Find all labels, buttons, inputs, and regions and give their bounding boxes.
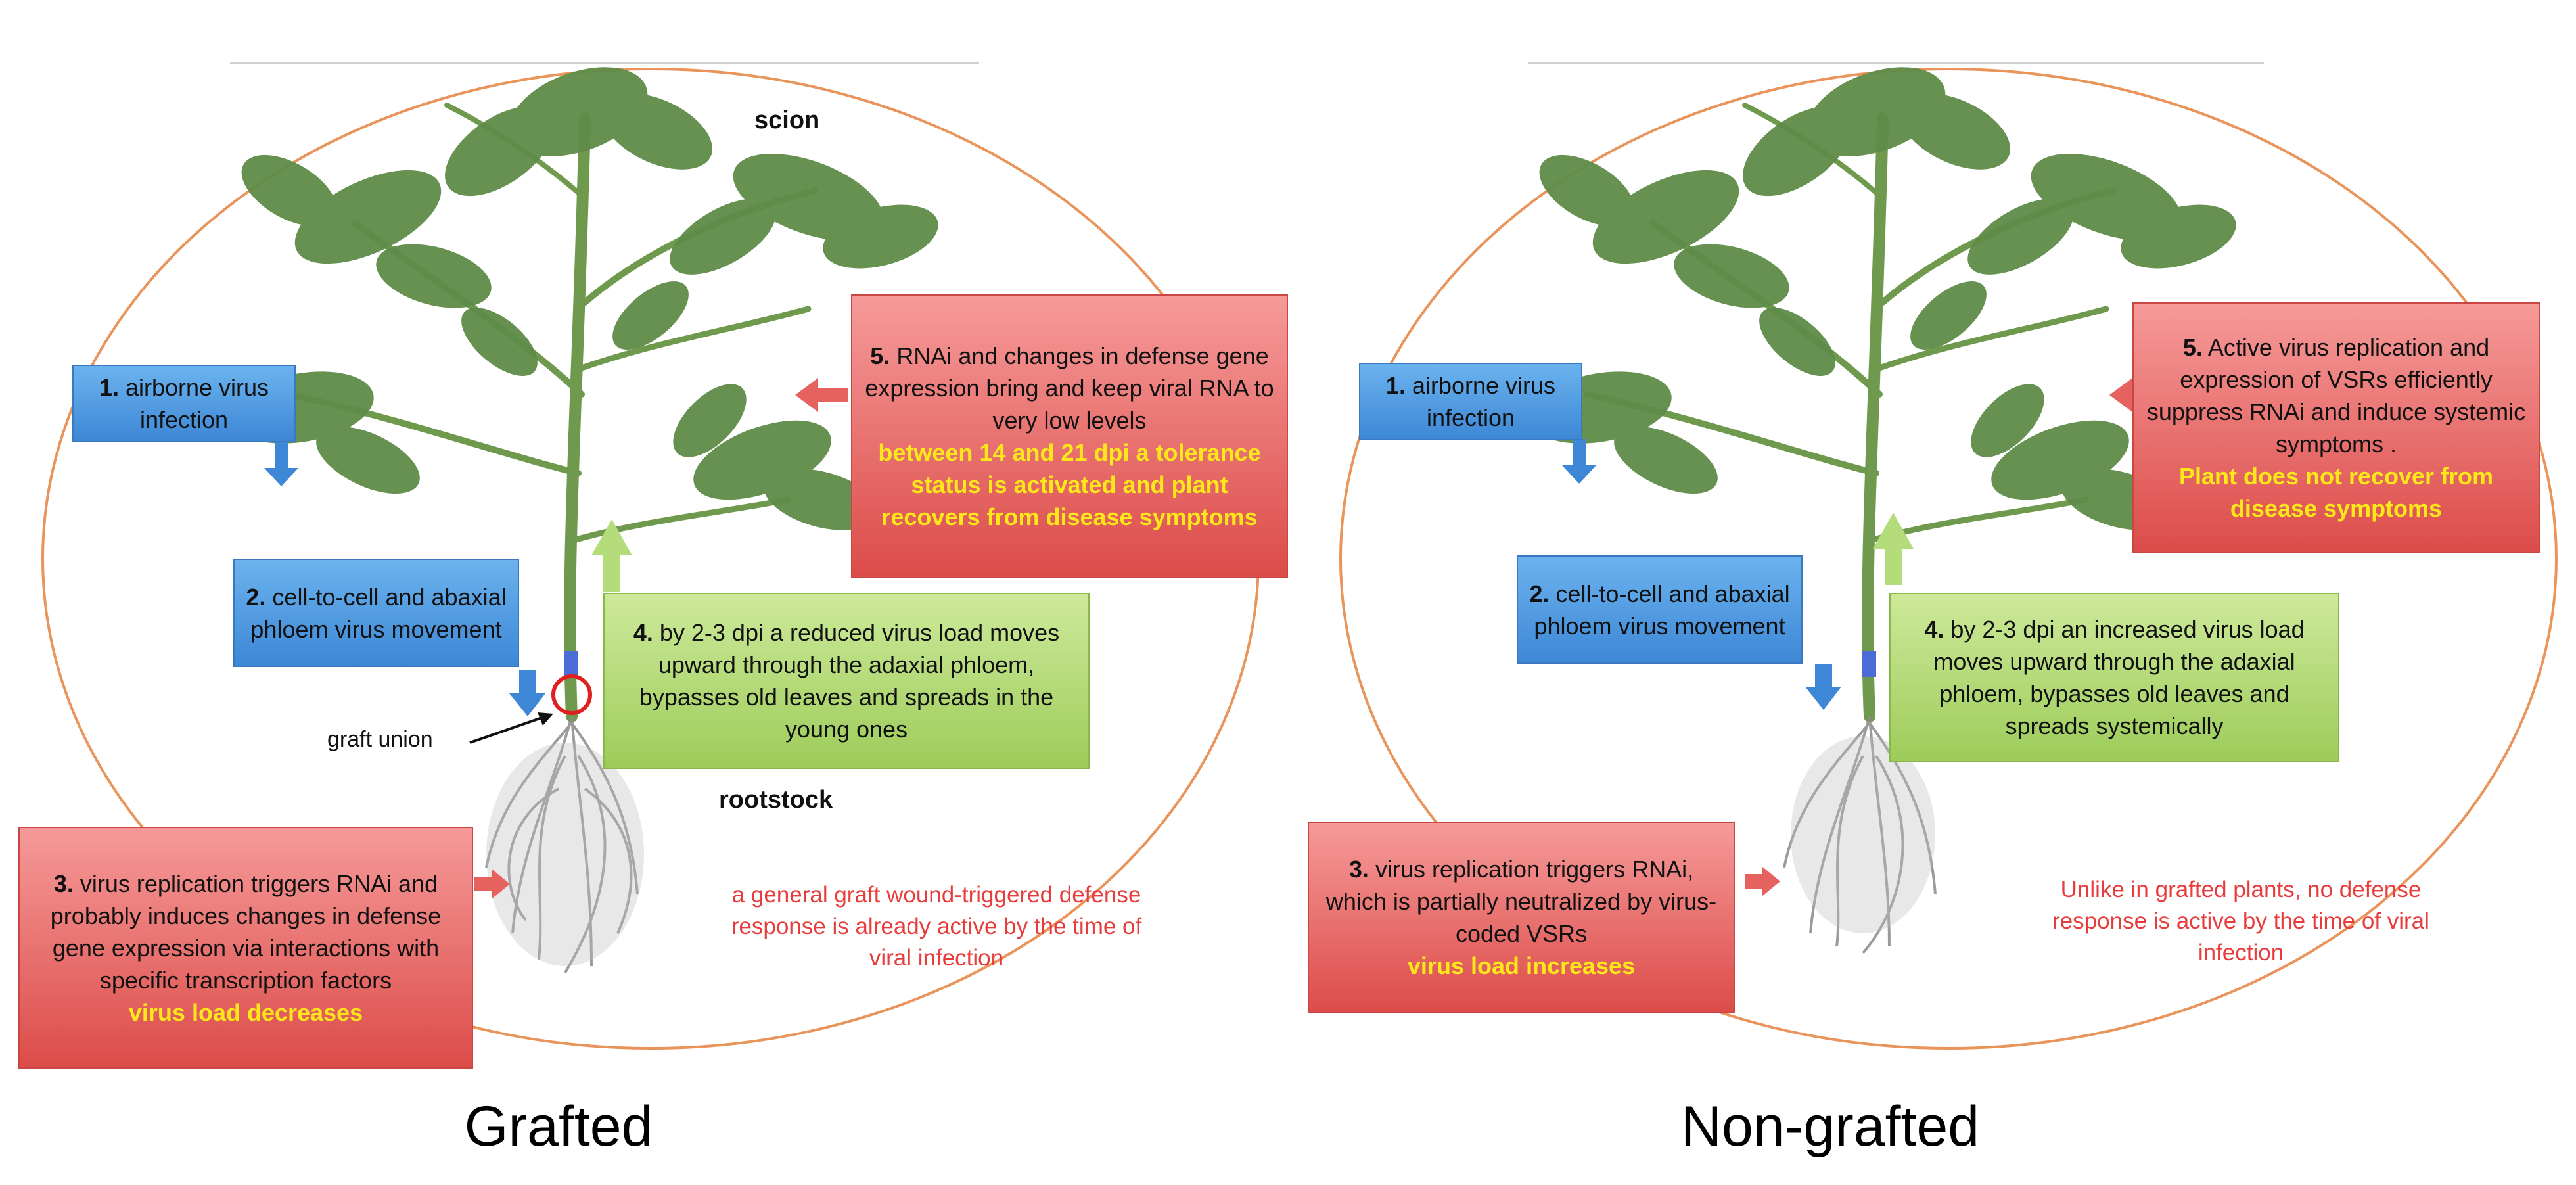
step-5-highlight: Plant does not recover from disease symp… bbox=[2178, 463, 2494, 522]
step-4-text: by 2-3 dpi a reduced virus load moves up… bbox=[639, 619, 1060, 743]
non-grafted-plant-illustration bbox=[1339, 62, 2558, 1050]
arrow-left-step5 bbox=[795, 378, 818, 412]
step-2-number: 2. bbox=[1529, 580, 1550, 607]
step-5-text: Active virus replication and expression … bbox=[2146, 334, 2526, 457]
step-3-highlight: virus load decreases bbox=[128, 998, 363, 1026]
step-3-box: 3. virus replication triggers RNAi, whic… bbox=[1308, 822, 1735, 1013]
step-5-box: 5. RNAi and changes in defense gene expr… bbox=[851, 294, 1288, 578]
step-4-text: by 2-3 dpi an increased virus load moves… bbox=[1933, 616, 2305, 739]
arrow-down-step2 bbox=[509, 693, 545, 716]
step-3-highlight: virus load increases bbox=[1407, 952, 1636, 979]
graft-union-label: graft union bbox=[327, 727, 433, 752]
step-1-text: airborne virus infection bbox=[1412, 372, 1556, 431]
arrow-up-step4 bbox=[1873, 513, 1914, 549]
root-mass bbox=[1791, 736, 1935, 933]
step-4-box: 4. by 2-3 dpi a reduced virus load moves… bbox=[603, 593, 1090, 769]
arrow-left-step5 bbox=[2109, 378, 2132, 412]
step-3-text: virus replication triggers RNAi, which i… bbox=[1325, 856, 1717, 947]
no-defense-note: Unlike in grafted plants, no defense res… bbox=[2052, 877, 2429, 965]
scion-label: scion bbox=[754, 106, 820, 134]
step-5-box: 5. Active virus replication and expressi… bbox=[2132, 302, 2540, 553]
panel-title-grafted: Grafted bbox=[464, 1095, 653, 1158]
step-5-number: 5. bbox=[2182, 334, 2203, 361]
flow-arrows bbox=[264, 378, 848, 899]
step-3-number: 3. bbox=[53, 870, 74, 897]
step-2-number: 2. bbox=[246, 583, 266, 611]
step-1-box: 1. airborne virus infection bbox=[1359, 363, 1582, 440]
step-2-box: 2. cell-to-cell and abaxial phloem virus… bbox=[233, 559, 519, 667]
step-1-box: 1. airborne virus infection bbox=[72, 365, 296, 442]
root-system bbox=[485, 716, 639, 974]
rootstock-label: rootstock bbox=[719, 786, 833, 814]
step-3-number: 3. bbox=[1348, 856, 1369, 883]
arrow-right-step3 bbox=[492, 869, 510, 899]
arrow-down-step1 bbox=[264, 468, 298, 486]
root-system bbox=[1783, 716, 1937, 954]
orange-circle bbox=[1339, 68, 2558, 1050]
step-3-box: 3. virus replication triggers RNAi and p… bbox=[18, 827, 473, 1069]
arrow-right-step3 bbox=[1762, 866, 1780, 896]
step-5-text: RNAi and changes in defense gene express… bbox=[865, 342, 1274, 434]
plant-leaves bbox=[1529, 67, 2236, 530]
stem-tape bbox=[1862, 651, 1876, 677]
grafted-panel: scion rootstock graft union 1. airborne … bbox=[18, 62, 1288, 1158]
arrow-down-step2 bbox=[1805, 687, 1841, 710]
step-4-number: 4. bbox=[633, 619, 653, 646]
step-2-text: cell-to-cell and abaxial phloem virus mo… bbox=[1534, 580, 1790, 639]
arrow-down-step1 bbox=[1562, 465, 1596, 484]
step-5-number: 5. bbox=[870, 342, 890, 369]
non-grafted-panel: 1. airborne virus infection 2. cell-to-c… bbox=[1288, 0, 2576, 1185]
step-4-number: 4. bbox=[1924, 616, 1944, 643]
graft-union-marker bbox=[551, 674, 592, 715]
step-1-number: 1. bbox=[99, 374, 119, 401]
graft-union-pointer bbox=[469, 715, 546, 744]
step-5-highlight: between 14 and 21 dpi a tolerance status… bbox=[878, 439, 1261, 530]
step-4-box: 4. by 2-3 dpi an increased virus load mo… bbox=[1889, 593, 2339, 762]
graft-defense-note: a general graft wound-triggered defense … bbox=[731, 882, 1142, 971]
root-mass bbox=[486, 743, 644, 966]
step-2-box: 2. cell-to-cell and abaxial phloem virus… bbox=[1517, 555, 1803, 664]
step-3-text: virus replication triggers RNAi and prob… bbox=[50, 870, 442, 994]
arrow-up-step4 bbox=[591, 519, 632, 555]
step-1-number: 1. bbox=[1385, 372, 1406, 399]
flow-arrows bbox=[1562, 378, 2162, 896]
graft-tape bbox=[564, 651, 578, 677]
step-2-text: cell-to-cell and abaxial phloem virus mo… bbox=[250, 583, 507, 643]
panel-title-non-grafted: Non-grafted bbox=[1680, 1095, 1980, 1158]
step-1-text: airborne virus infection bbox=[125, 374, 269, 433]
